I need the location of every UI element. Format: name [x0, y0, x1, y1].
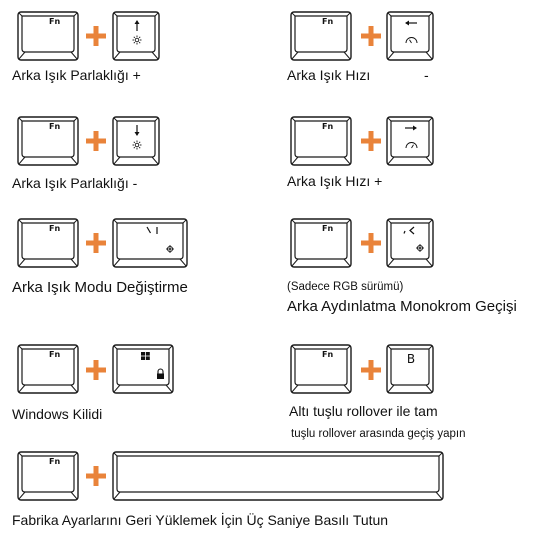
- arrow-right-icon: [405, 125, 417, 131]
- speed-down-key: [386, 11, 434, 61]
- fn-key: Fn: [17, 451, 79, 501]
- fn-key: Fn: [17, 218, 79, 268]
- fn-key-label: Fn: [322, 224, 333, 233]
- fn-key-label: Fn: [49, 17, 60, 26]
- windows-icon: [141, 352, 150, 360]
- rgb-note-label: (Sadece RGB sürümü): [287, 281, 404, 293]
- arrow-left-icon: [405, 20, 417, 26]
- plus-icon: [86, 26, 106, 51]
- gear-icon: [166, 245, 174, 253]
- fn-key: Fn: [290, 11, 352, 61]
- plus-icon: [361, 233, 381, 258]
- rgb-mono-key: [386, 218, 434, 268]
- arrow-down-icon: [134, 125, 140, 136]
- plus-icon: [86, 466, 106, 491]
- mode-switch-label: Arka Işık Modu Değiştirme: [12, 279, 188, 296]
- gauge-icon: [405, 37, 418, 44]
- comma-less-than-icon: [403, 226, 415, 235]
- windows-lock-label: Windows Kilidi: [12, 406, 103, 422]
- fn-key-label: Fn: [322, 350, 333, 359]
- plus-icon: [86, 233, 106, 258]
- factory-reset-label: Fabrika Ayarlarını Geri Yüklemek İçin Üç…: [12, 512, 389, 528]
- gear-icon: [416, 244, 424, 252]
- fn-key-label: Fn: [49, 350, 60, 359]
- windows-lock-key: [112, 344, 174, 394]
- fn-key-label: Fn: [49, 224, 60, 233]
- lock-icon: [157, 368, 164, 379]
- fn-key-label: Fn: [322, 122, 333, 131]
- brightness-down-key: [112, 116, 160, 166]
- arrow-up-icon: [134, 20, 140, 31]
- plus-icon: [361, 131, 381, 156]
- plus-icon: [361, 360, 381, 385]
- spacebar-key: [112, 451, 444, 501]
- rollover-label-line2: tuşlu rollover arasında geçiş yapın: [291, 428, 466, 440]
- mode-switch-key: [112, 218, 188, 268]
- fn-key-label: Fn: [49, 122, 60, 131]
- b-key: B: [386, 344, 434, 394]
- fn-key: Fn: [290, 116, 352, 166]
- fn-key-label: Fn: [49, 457, 60, 466]
- fn-key: Fn: [17, 344, 79, 394]
- fn-key: Fn: [290, 218, 352, 268]
- speed-up-label: Arka Işık Hızı +: [287, 173, 383, 189]
- speed-down-label: Arka Işık Hızı: [287, 67, 371, 83]
- b-key-label: B: [407, 352, 415, 366]
- sun-icon: [132, 35, 142, 45]
- brightness-down-label: Arka Işık Parlaklığı -: [12, 175, 138, 191]
- plus-icon: [86, 360, 106, 385]
- plus-icon: [86, 131, 106, 156]
- sun-icon: [132, 140, 142, 150]
- plus-icon: [361, 26, 381, 51]
- backslash-pipe-icon: [146, 226, 158, 234]
- speed-up-key: [386, 116, 434, 166]
- speed-down-sign: -: [424, 67, 429, 83]
- fn-key: Fn: [17, 116, 79, 166]
- fn-key: Fn: [17, 11, 79, 61]
- brightness-up-key: [112, 11, 160, 61]
- rollover-label-line1: Altı tuşlu rollover ile tam: [289, 403, 438, 419]
- fn-key: Fn: [290, 344, 352, 394]
- gauge-icon: [405, 142, 418, 149]
- brightness-up-label: Arka Işık Parlaklığı +: [12, 67, 141, 83]
- rgb-mono-label: Arka Aydınlatma Monokrom Geçişi: [287, 298, 517, 315]
- fn-key-label: Fn: [322, 17, 333, 26]
